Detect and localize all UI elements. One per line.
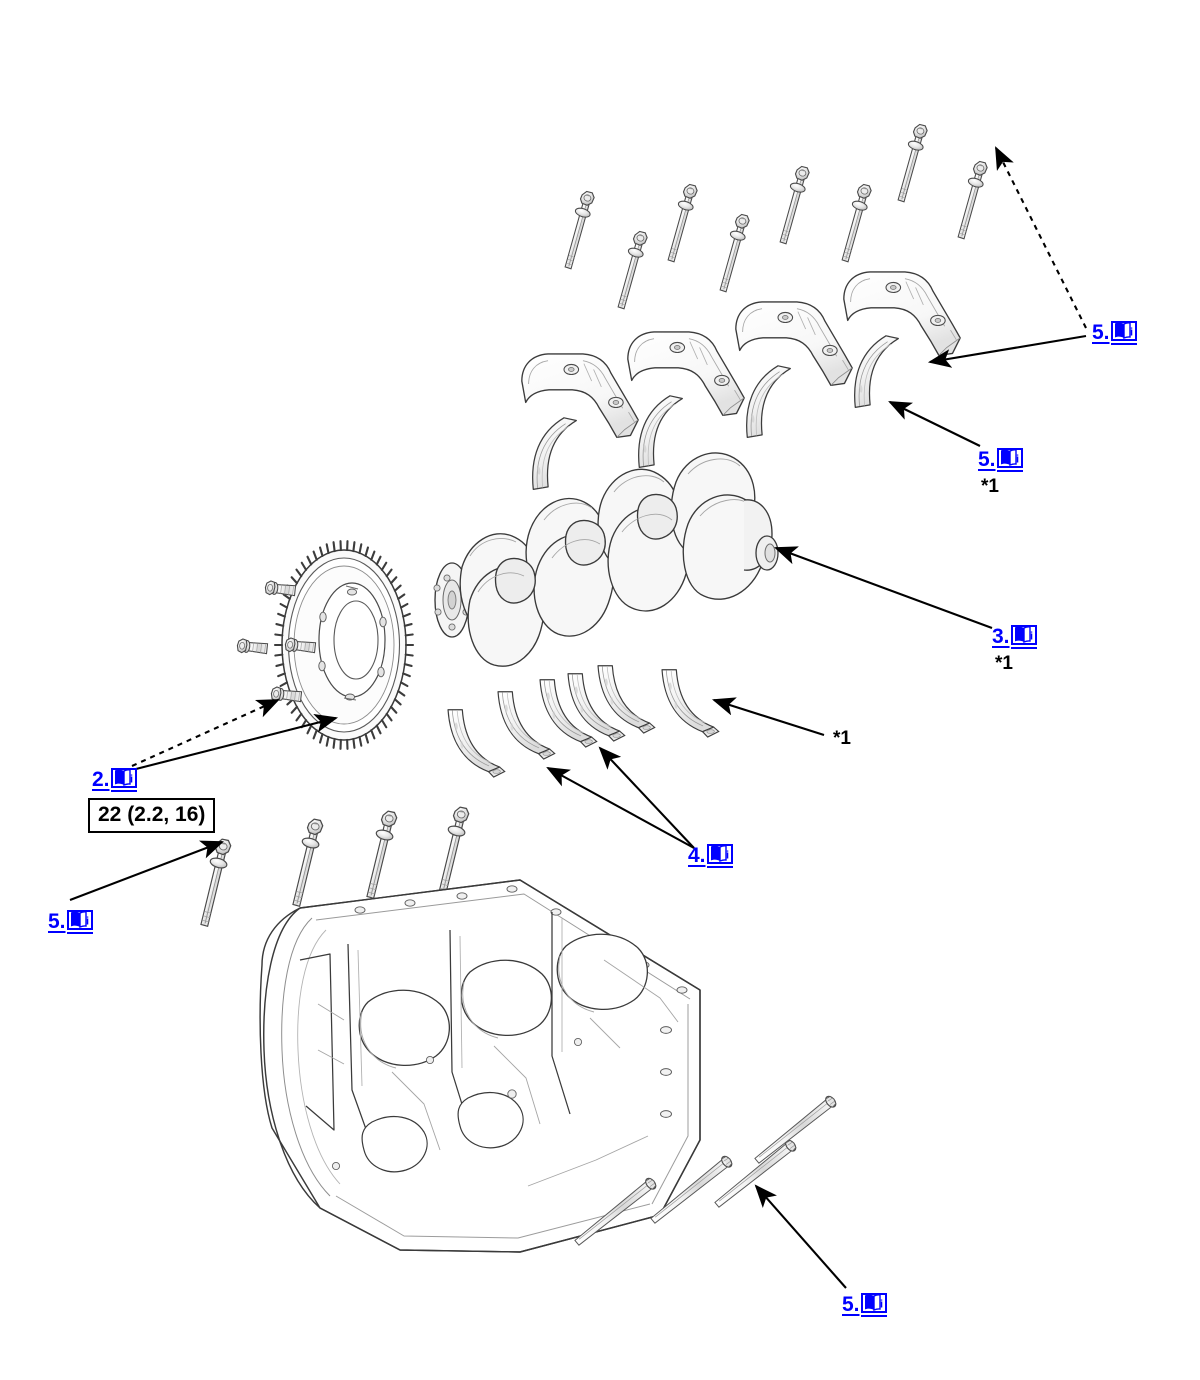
ref-number: 5. bbox=[1092, 321, 1110, 344]
ref-number: 2. bbox=[92, 768, 110, 791]
ref-label-5-top-right[interactable]: 5. i bbox=[1092, 320, 1137, 345]
ref-number: 5. bbox=[48, 910, 66, 933]
crankshaft bbox=[433, 452, 779, 667]
book-info-icon: i bbox=[1110, 320, 1137, 345]
ref-label-5-block-left[interactable]: 5. i bbox=[48, 909, 93, 934]
ref-number: 3. bbox=[992, 625, 1010, 648]
lower-bearing-shells bbox=[447, 661, 720, 781]
svg-text:i: i bbox=[129, 774, 132, 786]
ref-label-5-block-bottom[interactable]: 5. i bbox=[842, 1292, 887, 1317]
book-info-icon: i bbox=[110, 767, 137, 792]
leader-lines bbox=[69, 146, 1087, 1289]
svg-text:i: i bbox=[1015, 454, 1018, 466]
book-info-icon: i bbox=[706, 843, 733, 868]
book-info-icon: i bbox=[996, 447, 1023, 472]
footnote-marker-crankshaft: *1 bbox=[995, 653, 1013, 674]
book-info-icon: i bbox=[860, 1292, 887, 1317]
svg-text:i: i bbox=[1129, 327, 1132, 339]
ref-label-5-bearing-cap[interactable]: 5. i bbox=[978, 447, 1023, 472]
ref-label-3-crankshaft[interactable]: 3. i bbox=[992, 624, 1037, 649]
ref-number: 5. bbox=[842, 1293, 860, 1316]
book-info-icon: i bbox=[1010, 624, 1037, 649]
footnote-marker-bearing-cap: *1 bbox=[981, 476, 999, 497]
ref-label-4-main-bearings[interactable]: 4. i bbox=[688, 843, 733, 868]
svg-text:i: i bbox=[1029, 631, 1032, 643]
footnote-marker-right-bearing: *1 bbox=[833, 728, 851, 749]
svg-text:i: i bbox=[879, 1299, 882, 1311]
ref-label-2-drive-plate[interactable]: 2. i bbox=[92, 767, 137, 792]
svg-text:i: i bbox=[725, 850, 728, 862]
ref-number: 4. bbox=[688, 844, 706, 867]
ref-number: 5. bbox=[978, 448, 996, 471]
main-bearing-caps bbox=[521, 271, 961, 491]
torque-spec-box: 22 (2.2, 16) bbox=[88, 798, 216, 833]
cylinder-block bbox=[259, 879, 701, 1253]
svg-text:i: i bbox=[85, 916, 88, 928]
book-info-icon: i bbox=[66, 909, 93, 934]
